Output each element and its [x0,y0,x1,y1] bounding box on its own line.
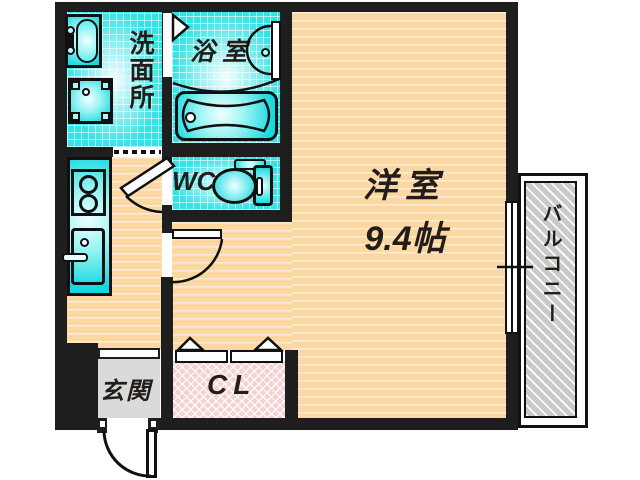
washer-corner-bl [71,112,80,121]
entrance-hinge-right-notch [151,421,156,427]
wall-right-upper [506,2,518,202]
main-room-size-label: 9.4帖 [364,220,446,258]
entrance-step [98,348,160,359]
wall-hall-mid [162,205,172,233]
closet-door-left [175,350,228,363]
closet-door-right [230,350,283,363]
wc-label: WC [172,166,216,196]
balcony-window-divider [511,203,513,332]
wall-closet-right [285,350,298,418]
wall-kitchen-top [67,147,113,157]
washroom-label: 洗面所 [126,30,154,111]
wall-right-lower [506,333,518,430]
bathroom-door-panel [271,21,281,80]
kitchen-boundary-dashes [114,150,161,154]
washer-corner-tl [71,81,80,90]
washbasin-faucet-icon [65,33,74,49]
main-room-floor-lower [172,222,292,350]
wall-bottom-right [158,418,518,430]
entrance-label: 玄関 [100,378,152,405]
washbasin-faucet-knob-bottom [66,46,75,55]
wall-washroom-bathroom [162,12,172,147]
washroom-door-opening [162,168,172,205]
toilet-bowl-icon [212,168,257,204]
entrance-door-panel [146,429,157,478]
balcony-label: バルコニー [539,203,561,328]
wall-bathroom-bottom [162,143,292,157]
wall-bathroom-right [280,12,292,222]
wall-hall-hinge-top [162,157,172,168]
bathroom-door-knob-icon [261,48,270,57]
entrance-floor [98,359,160,418]
bathroom-door-slab [163,13,172,77]
bathtub-drain-icon [185,112,196,123]
stove-burner-1 [79,175,98,194]
stove-burner-2 [79,194,98,213]
main-door-opening [162,233,172,277]
main-room-floor [292,12,506,418]
main-room-label-group: 洋室 9.4帖 [310,158,500,260]
washbasin-faucet-knob-top [66,26,75,35]
washer-corner-br [101,112,110,121]
entrance-hinge-left-notch [100,421,105,427]
entrance-door-arc [102,430,152,478]
closet-floor [173,361,285,418]
toilet-seat-bar [256,177,263,196]
balcony-deck [524,181,577,418]
main-room-label: 洋室 [363,167,447,205]
stove-icon [71,169,106,216]
wall-hall-lower [161,277,173,418]
wall-entrance-block [55,343,98,430]
wall-top [55,2,518,12]
washer-drain-icon [82,88,90,96]
wall-left [55,2,67,430]
bathroom-label: 浴室 [190,38,255,66]
toilet-lid-icon [234,159,266,170]
sink-faucet-icon [80,238,89,247]
wall-wc-bottom [162,210,292,222]
main-door-panel [172,229,222,239]
washbasin-bowl-icon [76,19,98,63]
washer-corner-tr [101,81,110,90]
closet-label: CL [207,369,257,400]
sink-handle-icon [62,253,88,262]
